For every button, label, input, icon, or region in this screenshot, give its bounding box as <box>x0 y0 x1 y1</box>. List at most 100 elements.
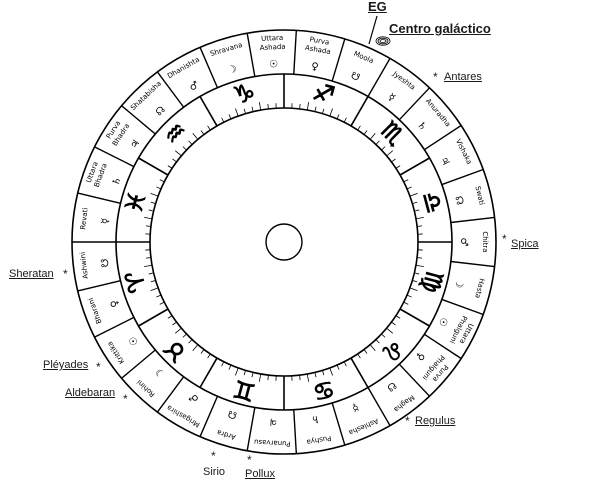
degree-tick <box>415 264 424 268</box>
degree-tick <box>417 225 423 227</box>
nakshatra-divider <box>450 260 495 268</box>
degree-tick <box>381 333 386 338</box>
zodiac-sign-icon: ♌︎ <box>375 333 411 369</box>
planet-lord-icon: ☽ <box>452 278 465 289</box>
zodiac-sign-icon: ♎︎ <box>416 188 450 216</box>
degree-tick <box>314 372 317 378</box>
nakshatra-name: Dhanishta <box>166 56 201 81</box>
nakshatra-name: Hasta <box>473 278 485 300</box>
degree-tick <box>144 216 153 220</box>
degree-tick <box>369 132 376 140</box>
eg-pointer-line <box>368 15 378 45</box>
degree-tick <box>386 150 394 157</box>
zodiac-sign-icon: ♋︎ <box>310 374 338 408</box>
nakshatra-divider <box>121 349 156 379</box>
degree-tick <box>306 373 310 382</box>
nakshatra-divider <box>331 38 346 82</box>
degree-tick <box>403 301 409 305</box>
degree-tick <box>174 327 182 334</box>
degree-tick <box>243 108 246 114</box>
nakshatra-name: Mrigashira <box>166 403 202 428</box>
nakshatra-name: Anuradha <box>424 97 452 128</box>
planet-lord-icon: ☊ <box>452 195 465 206</box>
nakshatra-divider <box>94 146 135 168</box>
planet-lord-icon: ♀ <box>109 298 122 309</box>
degree-tick <box>357 353 361 359</box>
degree-tick <box>243 370 246 376</box>
planet-lord-icon: ☊ <box>227 407 239 420</box>
star-icon: * <box>63 267 68 281</box>
degree-tick <box>369 344 376 352</box>
degree-tick <box>409 193 418 197</box>
degree-tick <box>417 257 423 259</box>
degree-tick <box>251 106 254 112</box>
degree-tick <box>299 103 301 109</box>
degree-tick <box>409 287 418 291</box>
label-sheratan: Sheratan <box>9 268 54 280</box>
degree-tick <box>403 179 409 183</box>
nakshatra-divider <box>156 376 185 413</box>
degree-tick <box>221 361 225 367</box>
nakshatra-divider <box>293 30 298 75</box>
degree-tick <box>148 209 154 212</box>
nakshatra-name: Ashada <box>259 43 285 52</box>
degree-tick <box>156 186 162 190</box>
star-icon: * <box>96 360 101 374</box>
degree-tick <box>363 130 368 135</box>
degree-tick <box>375 140 380 145</box>
planet-lord-icon: ♃ <box>437 155 451 168</box>
nakshatra-name: Ardra <box>216 428 237 441</box>
nakshatra-name: Punarvasu <box>254 438 291 448</box>
degree-tick <box>406 294 412 298</box>
degree-tick <box>212 357 218 366</box>
planet-lord-icon: ☋ <box>349 70 362 84</box>
degree-tick <box>258 102 262 111</box>
zodiac-sign-icon: ♉︎ <box>157 333 193 369</box>
degree-tick <box>160 308 169 314</box>
nakshatra-name: Purva <box>309 35 330 46</box>
label-aldebaran: Aldebaran <box>65 387 116 399</box>
star-icon: * <box>433 70 438 84</box>
degree-tick <box>386 327 394 334</box>
degree-tick <box>350 118 356 127</box>
degree-tick <box>395 165 401 169</box>
nakshatra-divider <box>94 316 135 338</box>
star-icon: * <box>405 414 410 428</box>
degree-tick <box>399 170 408 176</box>
nakshatra-divider <box>441 168 484 186</box>
nakshatra-name: Chitra <box>481 231 489 252</box>
planet-lord-icon: ☿ <box>385 92 396 104</box>
nakshatra-divider <box>423 124 462 151</box>
planet-lord-icon: ♂ <box>458 238 469 247</box>
degree-tick <box>150 193 159 197</box>
label-sirio: Sirio <box>203 466 226 478</box>
degree-tick <box>160 170 169 176</box>
nakshatra-divider <box>199 47 219 89</box>
planet-lord-icon: ♄ <box>111 175 124 187</box>
degree-tick <box>343 117 347 123</box>
ring-circle-2 <box>149 107 419 377</box>
nakshatra-name: Uttara <box>261 34 284 43</box>
degree-tick <box>322 108 325 114</box>
degree-tick <box>375 339 380 344</box>
degree-tick <box>251 372 254 378</box>
degree-tick <box>391 158 396 163</box>
planet-lord-icon: ♄ <box>310 413 321 425</box>
degree-tick <box>267 375 269 381</box>
degree-tick <box>192 132 199 140</box>
planet-lord-icon: ☊ <box>154 104 168 118</box>
degree-tick <box>363 349 368 354</box>
degree-tick <box>414 209 420 212</box>
degree-tick <box>329 367 333 376</box>
nakshatra-name: Ashwini <box>79 251 90 279</box>
degree-tick <box>145 257 151 259</box>
degree-tick <box>150 280 156 283</box>
degree-tick <box>182 146 187 151</box>
degree-tick <box>188 339 193 344</box>
degree-tick <box>182 333 187 338</box>
degree-tick <box>314 106 317 112</box>
star-icon: * <box>123 392 128 406</box>
degree-tick <box>329 108 333 117</box>
star-icon: * <box>502 232 507 246</box>
